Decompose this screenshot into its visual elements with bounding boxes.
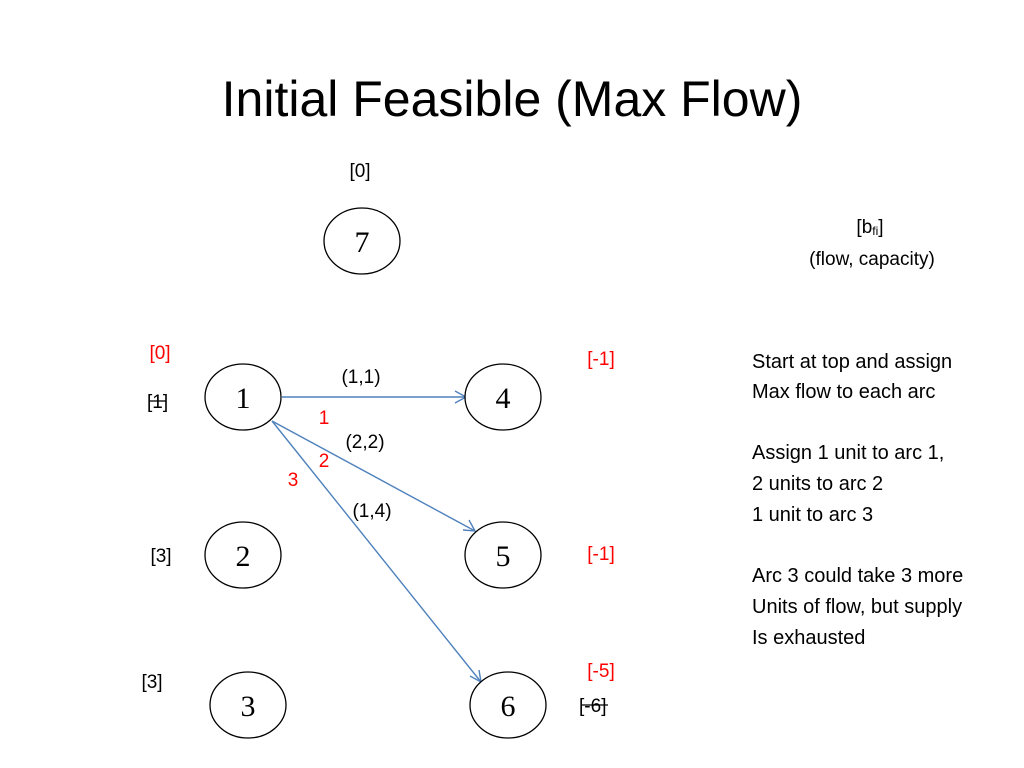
node-7-supply: [0]	[349, 161, 370, 182]
node-5-updated-supply: [-1]	[587, 544, 614, 565]
node-6-original-close-bracket: ]	[601, 696, 606, 717]
note-line-3: Assign 1 unit to arc 1,	[752, 442, 944, 464]
node-7	[323, 207, 401, 275]
node-6	[469, 671, 547, 739]
node-4-label: 4	[496, 382, 511, 415]
node-1-updated-supply: [0]	[149, 343, 170, 364]
node-5	[464, 521, 542, 589]
note-line-8: Is exhausted	[752, 627, 865, 649]
note-line-5: 1 unit to arc 3	[752, 504, 873, 526]
node-6-original-value: -6	[584, 696, 601, 717]
node-6-original-open-bracket: [	[579, 696, 585, 717]
node-6-original-supply: [-6]	[579, 696, 606, 717]
note-line-6: Arc 3 could take 3 more	[752, 565, 963, 587]
legend-supply-close: ]	[878, 217, 883, 238]
note-line-7: Units of flow, but supply	[752, 596, 962, 618]
node-1-original-supply: [1]	[147, 392, 168, 413]
node-6-label: 6	[501, 690, 516, 723]
node-2	[204, 521, 282, 589]
note-line-4: 2 units to arc 2	[752, 473, 883, 495]
note-line-1: Start at top and assign	[752, 351, 952, 373]
legend-supply-subscript: fi	[872, 224, 878, 238]
arc-2-number: 2	[319, 451, 330, 472]
node-1-original-open-bracket: [	[147, 392, 153, 413]
arc-1-to-5-arrowhead	[462, 519, 477, 532]
arc-3-flow-capacity: (1,4)	[352, 501, 391, 522]
node-4-updated-supply: [-1]	[587, 349, 614, 370]
legend-flow-capacity: (flow, capacity)	[809, 249, 935, 270]
node-1-label: 1	[236, 382, 251, 415]
arc-3-number: 3	[288, 470, 299, 491]
node-6-updated-supply: [-5]	[587, 661, 614, 682]
node-2-label: 2	[236, 540, 251, 573]
node-5-label: 5	[496, 540, 511, 573]
node-7-label: 7	[355, 226, 370, 259]
legend-supply-open: [b	[856, 217, 872, 238]
arc-1-number: 1	[319, 408, 330, 429]
arc-1-to-6	[271, 420, 482, 683]
arc-2-flow-capacity: (2,2)	[345, 432, 384, 453]
arc-1-to-5	[271, 420, 476, 532]
node-1-original-value: 1	[152, 392, 163, 413]
note-line-2: Max flow to each arc	[752, 381, 935, 403]
node-3	[209, 671, 287, 739]
node-4	[464, 363, 542, 431]
node-2-supply: [3]	[150, 546, 171, 567]
node-1	[204, 363, 282, 431]
node-3-label: 3	[241, 690, 256, 723]
node-1-original-close-bracket: ]	[163, 392, 168, 413]
legend-supply-notation: [bfi]	[856, 217, 883, 238]
arc-1-flow-capacity: (1,1)	[341, 367, 380, 388]
slide-title: Initial Feasible (Max Flow)	[222, 71, 803, 127]
node-3-supply: [3]	[141, 672, 162, 693]
